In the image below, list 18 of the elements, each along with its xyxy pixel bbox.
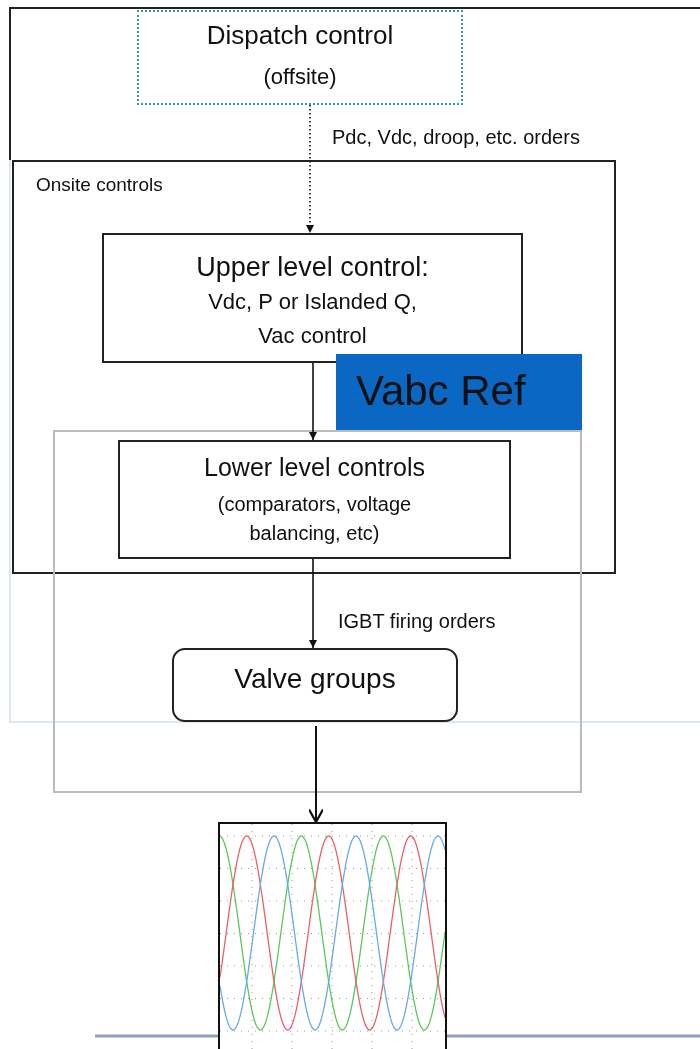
node-text: (offsite) [262,64,338,91]
process-box [118,440,511,559]
node-title: Upper level control: [195,251,430,284]
group-box [53,430,582,793]
node-title: Vabc Ref [356,366,526,416]
node-title: Valve groups [233,662,397,696]
process-box [102,233,523,363]
node-text: (comparators, voltage balancing, etc) [216,492,413,546]
edge-label: Pdc, Vdc, droop, etc. orders [330,126,582,149]
node-title: Onsite controls [36,174,163,197]
node-title: Dispatch control [205,20,395,52]
label-box [336,354,582,432]
edge-label: IGBT firing orders [336,610,498,633]
group-box [12,160,616,574]
process-box [172,648,458,722]
node-title: Lower level controls [203,452,426,482]
process-box [137,10,463,105]
node-text: Vdc, P or Islanded Q, Vac control [207,288,418,351]
